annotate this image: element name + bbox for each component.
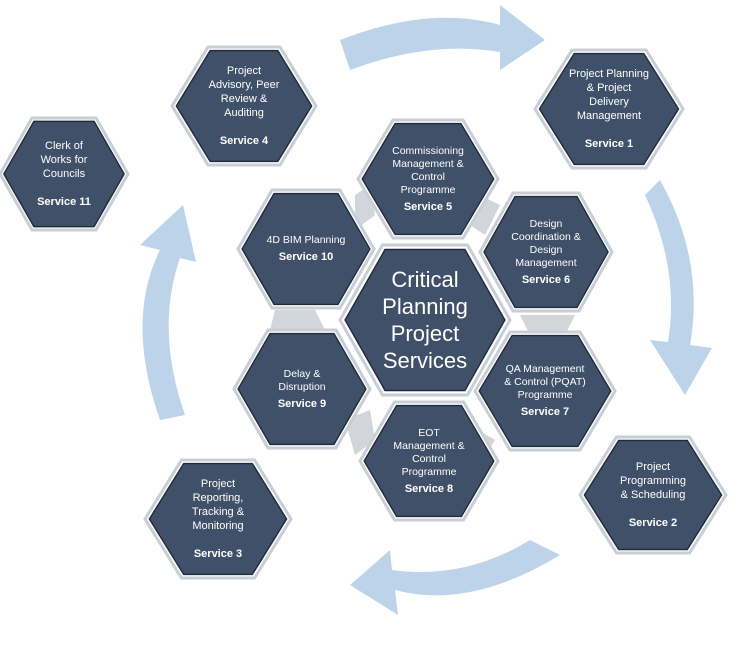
service-1-hex: Project Planning & Project Delivery Mana… [535, 50, 683, 168]
service-11-description: Clerk of Works for Councils [40, 140, 88, 180]
service-4-label: Service 4 [219, 135, 269, 147]
service-4-hex: Project Advisory, Peer Review & Auditing… [172, 47, 316, 165]
center-title: Critical Planning Project Services [382, 267, 468, 373]
arrow-bottom [350, 540, 560, 615]
service-9-label: Service 9 [277, 397, 327, 410]
service-3-shape [148, 462, 288, 576]
service-11-hex: Clerk of Works for Councils Service 11 [0, 118, 128, 230]
service-4-description: Project Advisory, Peer Review & Auditing [208, 65, 280, 119]
service-8-shape [363, 404, 495, 518]
service-6-label: Service 6 [521, 273, 571, 286]
service-9-description: Delay & Disruption [278, 367, 326, 393]
service-11-shape [3, 120, 125, 228]
service-7-description: QA Management & Control (PQAT) Programme [504, 363, 586, 401]
service-10-hex: 4D BIM Planning Service 10 [238, 190, 374, 308]
service-4-shape [175, 49, 313, 163]
service-11-label: Service 11 [37, 196, 91, 208]
service-6-hex: Design Coordination & Design Management … [480, 193, 612, 311]
service-3-description: Project Reporting, Tracking & Monitoring [191, 478, 245, 532]
service-8-description: EOT Management & Control Programme [393, 426, 465, 478]
arrow-top-right [340, 5, 545, 70]
service-3-label: Service 3 [193, 548, 243, 560]
arrow-right [645, 180, 712, 395]
service-7-label: Service 7 [520, 406, 570, 418]
service-9-hex: Delay & Disruption Service 9 [234, 330, 370, 448]
connector-9-10 [270, 310, 325, 330]
service-6-description: Design Coordination & Design Management [511, 217, 581, 269]
service-1-shape [538, 52, 680, 166]
service-7-shape [478, 334, 612, 448]
service-10-description: 4D BIM Planning [266, 234, 346, 246]
service-1-label: Service 1 [584, 138, 634, 150]
connector-6-7 [520, 315, 575, 335]
service-1-description: Project Planning & Project Delivery Mana… [568, 68, 650, 122]
service-5-label: Service 5 [403, 200, 453, 213]
service-2-label: Service 2 [628, 517, 678, 529]
center-shape [344, 248, 506, 392]
service-8-label: Service 8 [404, 482, 454, 495]
service-5-description: Commissioning Management & Control Progr… [392, 144, 464, 196]
service-5-hex: Commissioning Management & Control Progr… [358, 120, 498, 238]
service-2-shape [583, 439, 723, 551]
service-6-shape [483, 195, 609, 309]
service-9-shape [237, 332, 367, 446]
service-2-description: Project Programming & Scheduling [619, 461, 687, 501]
service-7-hex: QA Management & Control (PQAT) Programme… [475, 332, 615, 450]
service-10-label: Service 10 [278, 251, 334, 263]
service-10-shape [241, 192, 371, 306]
service-5-shape [361, 122, 495, 236]
service-3-hex: Project Reporting, Tracking & Monitoring… [145, 460, 291, 578]
arrow-left [140, 205, 196, 420]
service-2-hex: Project Programming & Scheduling Service… [580, 437, 726, 553]
service-8-hex: EOT Management & Control Programme Servi… [360, 402, 498, 520]
